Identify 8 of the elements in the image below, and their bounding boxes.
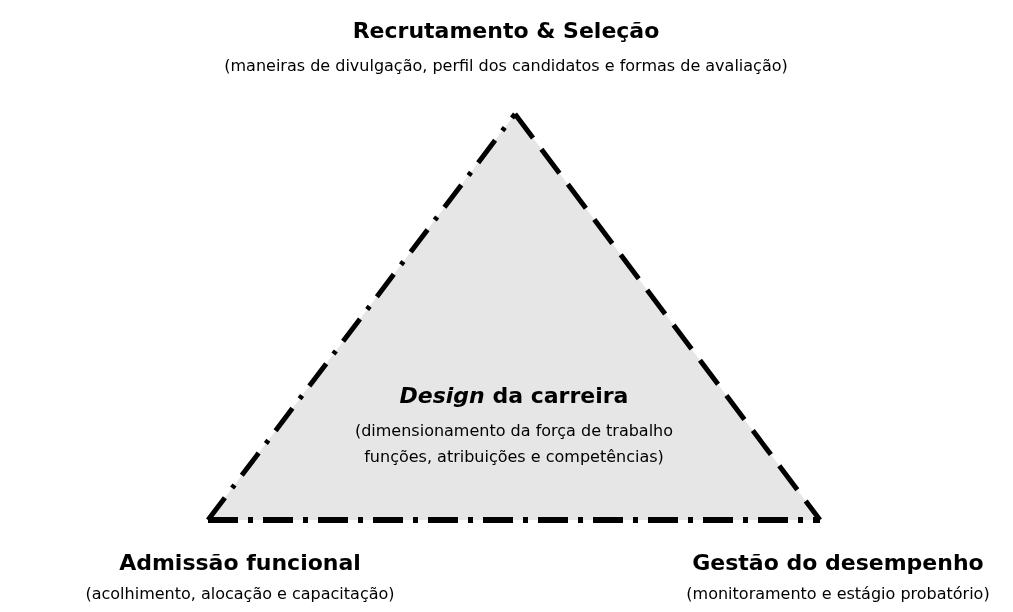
corner-heading: Recrutamento & Seleção — [352, 18, 660, 43]
corner-heading: Gestão do desempenho — [692, 550, 984, 575]
corner-description: (maneiras de divulgação, perfil dos candidatos e formas de avaliação) — [224, 56, 788, 75]
corner-description: (acolhimento, alocação e capacitação) — [85, 584, 395, 603]
node-heading: Design da carreira — [399, 383, 629, 408]
corner-description: (monitoramento e estágio probatório) — [686, 584, 990, 603]
corner-heading: Admissão funcional — [119, 550, 361, 575]
node-description: (dimensionamento da força de trabalho funções, atribuições e competências) — [353, 420, 675, 468]
